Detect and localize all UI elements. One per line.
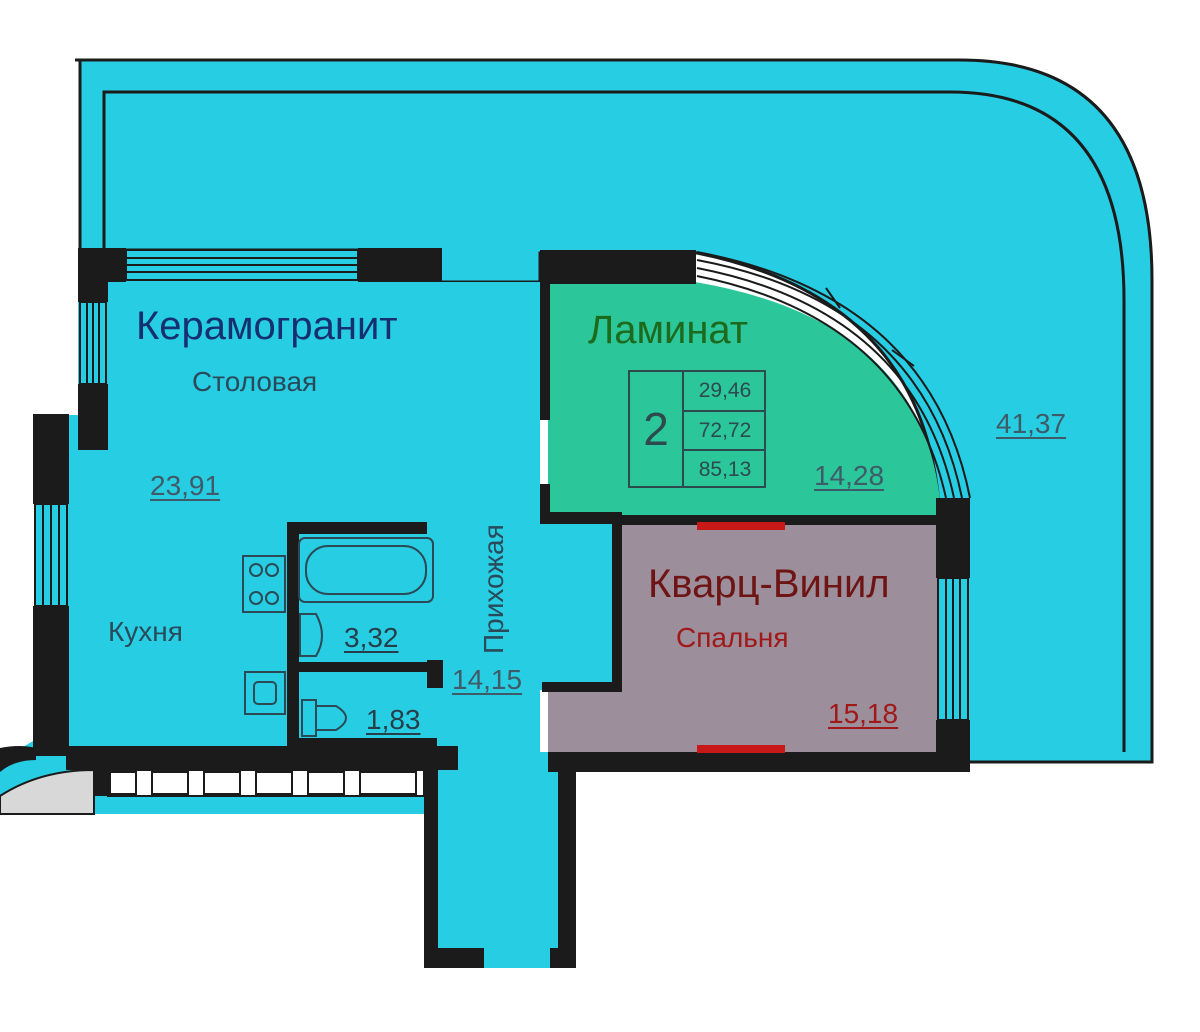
total-with-loggia-value: 85,13 bbox=[684, 449, 766, 488]
balcony-railing bbox=[107, 769, 425, 797]
room-bedroom-label: Спальня bbox=[676, 622, 789, 653]
walls bbox=[0, 248, 970, 968]
balcony-curve bbox=[0, 768, 95, 815]
material-vinyl-label: Кварц-Винил bbox=[648, 562, 890, 606]
living-area-value: 29,46 bbox=[698, 378, 752, 402]
rooms-count: 2 bbox=[630, 372, 684, 486]
room-dining-label: Столовая bbox=[192, 366, 318, 397]
apartment-summary-box: 2 29,46 72,72 85,13 bbox=[628, 370, 766, 488]
area-living-room: 14,28 bbox=[814, 460, 885, 491]
kitchen-sink bbox=[244, 671, 286, 715]
area-dining-kitchen: 23,91 bbox=[150, 470, 221, 501]
area-hallway: 14,15 bbox=[452, 664, 523, 695]
total-area-value: 72,72 bbox=[684, 410, 766, 449]
toilet-fixture bbox=[301, 699, 347, 737]
bathtub bbox=[298, 537, 434, 603]
room-kitchen-label: Кухня bbox=[108, 616, 183, 647]
area-bedroom: 15,18 bbox=[828, 698, 899, 729]
material-ceramic-label: Керамогранит bbox=[136, 304, 398, 348]
kitchen-stove bbox=[242, 555, 286, 613]
bedroom-door-top bbox=[697, 522, 785, 530]
bathroom-sink bbox=[299, 613, 323, 657]
curved-window bbox=[696, 251, 971, 499]
material-laminate-label: Ламинат bbox=[588, 308, 749, 352]
area-loggia: 41,37 bbox=[996, 408, 1067, 439]
area-toilet: 1,83 bbox=[366, 704, 421, 735]
bedroom-floor bbox=[548, 525, 940, 752]
living-room-floor bbox=[548, 282, 940, 516]
loggia-inner-outline bbox=[102, 90, 1126, 752]
room-hallway-label: Прихожая bbox=[478, 524, 509, 654]
bedroom-door-bottom bbox=[697, 745, 785, 753]
windows bbox=[34, 249, 969, 721]
area-bathroom: 3,32 bbox=[344, 622, 399, 653]
